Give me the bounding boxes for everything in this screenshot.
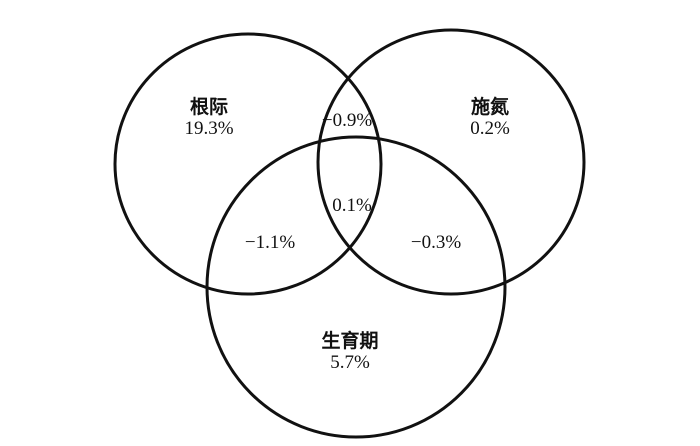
overlap-root-nitrogen: −0.9% [321, 110, 373, 131]
set-value-root: 19.3% [184, 118, 234, 139]
circle-growth [205, 135, 507, 439]
set-name-growth: 生育期 [321, 330, 379, 352]
set-name-root: 根际 [189, 96, 229, 118]
region-root: 根际 19.3% [184, 96, 233, 140]
overlap-nitrogen-growth: −0.3% [410, 232, 462, 253]
set-value-growth: 5.7% [330, 352, 370, 373]
region-growth: 生育期 5.7% [321, 330, 378, 374]
set-value-nitrogen: 0.2% [470, 118, 510, 139]
overlap-all-three: 0.1% [332, 195, 372, 216]
region-nitrogen: 施氮 0.2% [470, 96, 510, 140]
set-name-nitrogen: 施氮 [470, 96, 510, 118]
circle-root [113, 32, 383, 296]
overlap-root-growth: −1.1% [244, 232, 296, 253]
circle-nitrogen [316, 28, 586, 296]
